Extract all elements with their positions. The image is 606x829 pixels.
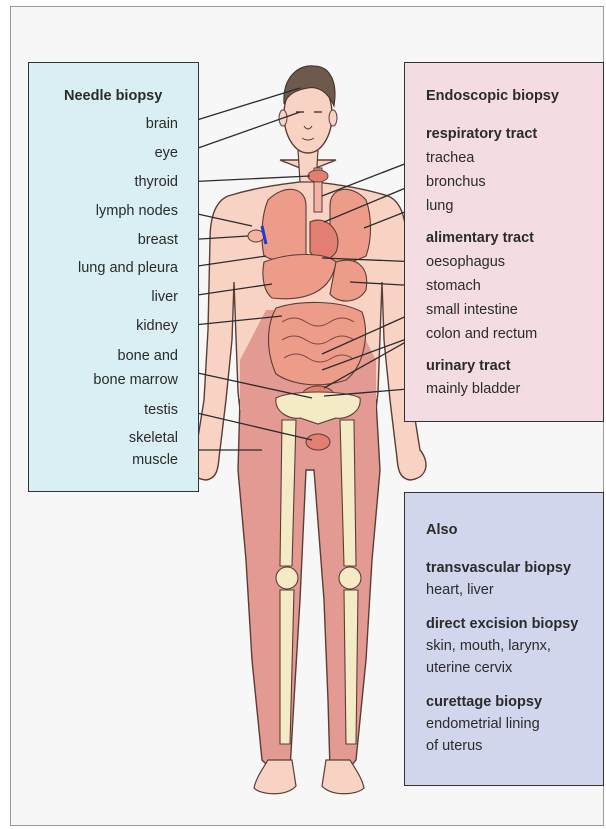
needle-item-muscle: muscle (132, 452, 178, 469)
needle-item-eye: eye (155, 145, 178, 162)
needle-item-bone-line1: bone and (118, 348, 178, 365)
curettage-line1: endometrial lining (426, 716, 540, 733)
endo-item-colon-rectum: colon and rectum (426, 326, 537, 343)
transvascular-text: heart, liver (426, 582, 494, 599)
needle-biopsy-title: Needle biopsy (64, 88, 162, 105)
needle-item-lung-pleura: lung and pleura (78, 260, 178, 277)
needle-item-bone-line2: bone marrow (93, 372, 178, 389)
needle-item-liver: liver (151, 289, 178, 306)
alimentary-heading: alimentary tract (426, 230, 534, 247)
curettage-heading: curettage biopsy (426, 694, 542, 711)
stomach (330, 260, 367, 301)
endo-item-lung: lung (426, 198, 453, 215)
needle-item-lymph-nodes: lymph nodes (96, 203, 178, 220)
needle-item-skeletal: skeletal (129, 430, 178, 447)
also-title: Also (426, 522, 457, 539)
foot-right (322, 760, 364, 794)
knee-left (276, 567, 298, 589)
tibia-right (344, 590, 358, 744)
endo-item-bladder: mainly bladder (426, 381, 520, 398)
ear-right (329, 110, 337, 126)
needle-item-thyroid: thyroid (134, 174, 178, 191)
legs (238, 400, 380, 772)
excision-line1: skin, mouth, larynx, (426, 638, 551, 655)
knee-right (339, 567, 361, 589)
needle-item-brain: brain (146, 116, 178, 133)
endo-item-bronchus: bronchus (426, 174, 486, 191)
endo-item-stomach: stomach (426, 278, 481, 295)
respiratory-heading: respiratory tract (426, 126, 537, 143)
breast-left (248, 230, 264, 242)
excision-line2: uterine cervix (426, 660, 512, 677)
transvascular-heading: transvascular biopsy (426, 560, 571, 577)
foot-left (254, 760, 296, 794)
right-lung (262, 189, 306, 263)
urinary-heading: urinary tract (426, 358, 511, 375)
endo-item-trachea: trachea (426, 150, 474, 167)
curettage-line2: of uterus (426, 738, 482, 755)
needle-item-testis: testis (144, 402, 178, 419)
endo-item-small-intestine: small intestine (426, 302, 518, 319)
endoscopic-biopsy-title: Endoscopic biopsy (426, 88, 559, 105)
testis (306, 434, 330, 450)
endo-item-oesophagus: oesophagus (426, 254, 505, 271)
needle-item-breast: breast (138, 232, 178, 249)
thyroid (308, 170, 328, 182)
needle-item-kidney: kidney (136, 318, 178, 335)
excision-heading: direct excision biopsy (426, 616, 578, 633)
